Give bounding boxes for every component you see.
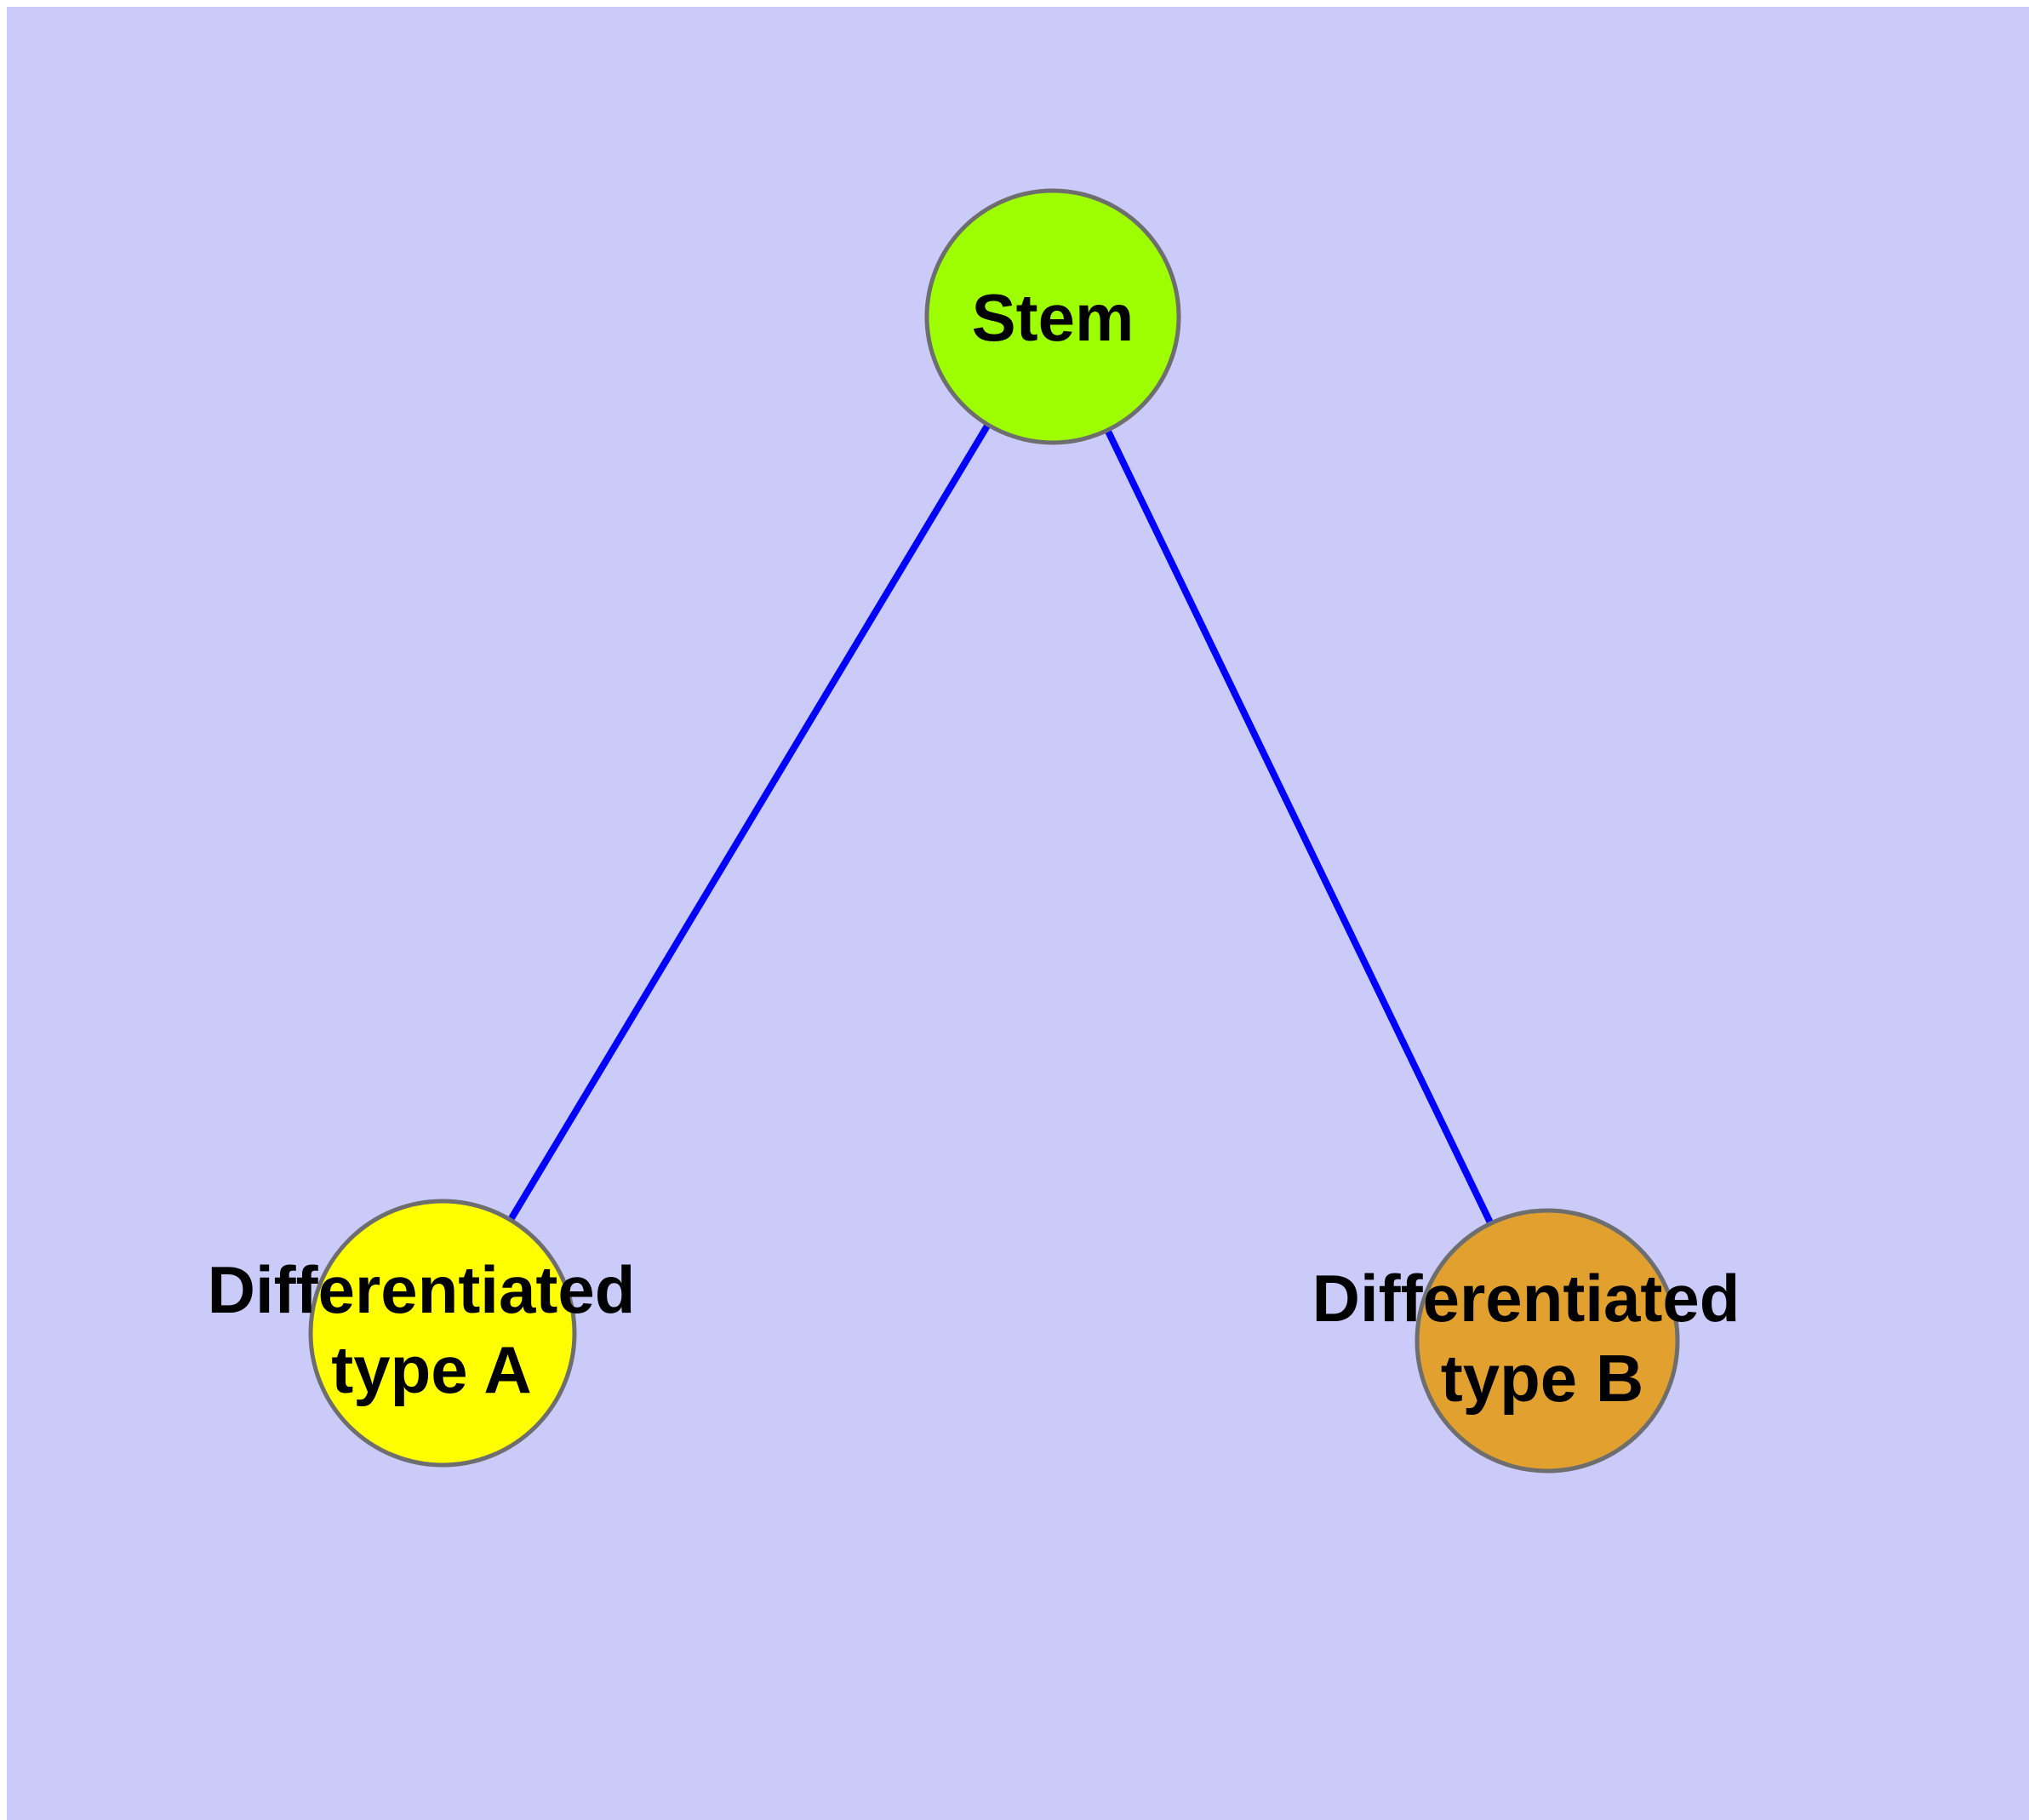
label-layer: Stem Differentiated type A Differentiate… xyxy=(208,280,1740,1416)
node-differentiated-type-a-label-line1: Differentiated xyxy=(208,1252,636,1327)
node-differentiated-type-a-circle[interactable] xyxy=(308,1199,577,1468)
node-differentiated-type-b-label-line1: Differentiated xyxy=(1312,1261,1740,1336)
node-stem-circle[interactable] xyxy=(924,188,1181,445)
edge-stem-to-differentiated-type-a[interactable] xyxy=(439,313,1056,1336)
node-differentiated-type-b-label-line2: type B xyxy=(1441,1341,1643,1416)
edge-stem-to-differentiated-type-b[interactable] xyxy=(1049,313,1551,1344)
node-layer xyxy=(308,188,1680,1474)
node-differentiated-type-a-label-line2: type A xyxy=(331,1332,532,1407)
node-differentiated-type-b-circle[interactable] xyxy=(1415,1208,1680,1474)
edge-layer xyxy=(439,313,1551,1344)
node-stem-label: Stem xyxy=(972,280,1135,355)
